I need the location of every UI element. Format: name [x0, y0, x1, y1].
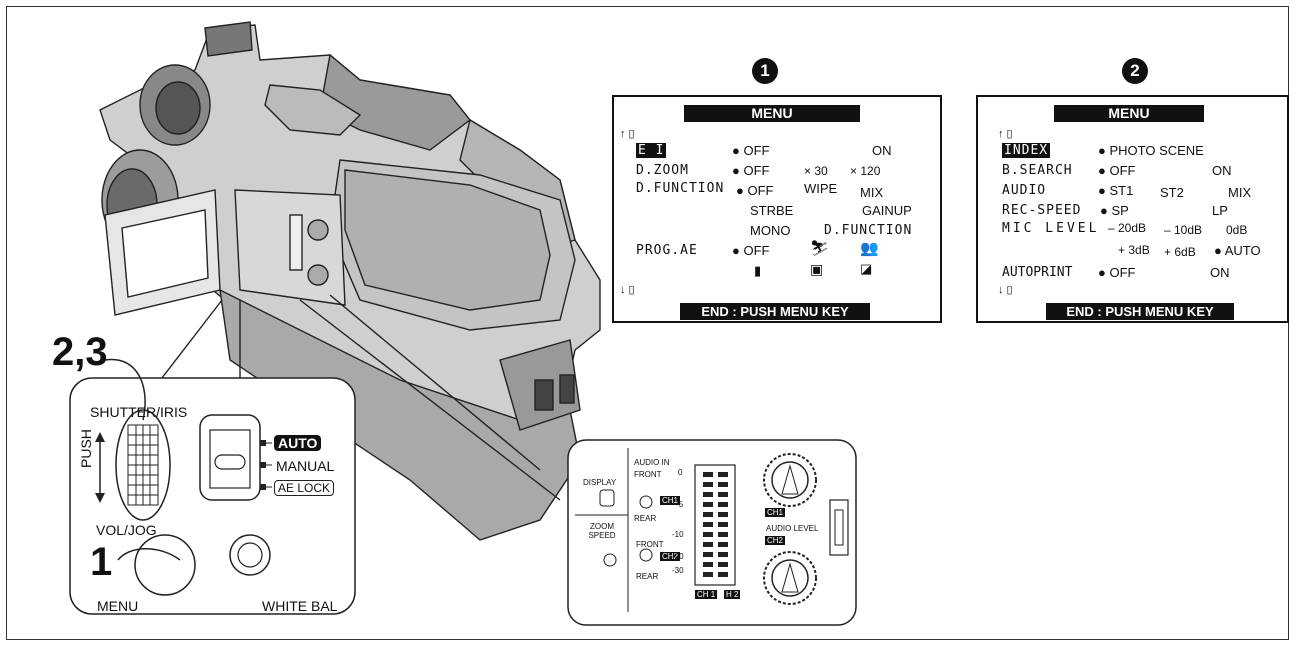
- screen-2-row-autoprint-label: AUTOPRINT: [1002, 265, 1073, 280]
- screen-2-row-recspeed-v1: LP: [1212, 203, 1228, 218]
- menu-button-label: MENU: [97, 598, 139, 614]
- display-button-label: DISPLAY: [583, 478, 617, 487]
- screen-1-scroll-down: ↓ ▯: [620, 284, 635, 296]
- audio-in-rear-label: REAR: [634, 514, 657, 523]
- screen-2-number: 2: [1122, 58, 1148, 84]
- audio-in-front-label: FRONT: [634, 470, 662, 479]
- screen-1-row-dfunction-label: D.FUNCTION: [636, 181, 725, 196]
- screen-2-row-autoprint-v1: ON: [1210, 265, 1230, 280]
- zoom-speed-label: ZOOM SPEED: [588, 522, 616, 540]
- screen-1-row-progae-label: PROG.AE: [636, 243, 698, 258]
- screen-2-row-autoprint-v0: ● OFF: [1098, 265, 1136, 280]
- screen-2-footer: END : PUSH MENU KEY: [1046, 303, 1234, 320]
- sports-icon: ⛷: [810, 240, 830, 257]
- audio-level-label: AUDIO LEVEL: [766, 524, 819, 533]
- screen-2-row-miclevel-v0: – 20dB: [1108, 221, 1147, 235]
- screen-1-footer: END : PUSH MENU KEY: [680, 303, 870, 320]
- screen-2-scroll-down: ↓ ▯: [998, 284, 1013, 296]
- screen-1-row-strbe: STRBE: [750, 203, 794, 218]
- screen-2-row-audio-v1: ST2: [1160, 185, 1184, 200]
- screen-2-row-recspeed-v0: ● SP: [1100, 203, 1129, 218]
- screen-1-row-mono: MONO: [750, 223, 791, 238]
- screen-1-row-dzoom-v2: × 120: [850, 164, 881, 178]
- screen-1-number: 1: [752, 58, 778, 84]
- audio-in-ch1-label: CH1: [660, 496, 681, 505]
- portrait-icon: 👥: [860, 240, 879, 257]
- menu-screen-2: MENU ↑ ▯ INDEX ● PHOTO SCENE B.SEARCH ● …: [976, 95, 1289, 323]
- screen-1-row-dzoom-v0: ● OFF: [732, 163, 770, 178]
- screen-1-row-dfunction-v1: WIPE: [804, 181, 838, 196]
- meter-ch1-label: CH 1: [695, 590, 718, 599]
- meter-scale-30: -30: [672, 566, 684, 575]
- screen-2-scroll-up: ↑ ▯: [998, 128, 1013, 140]
- audio-in-rear-2-label: REAR: [636, 572, 659, 581]
- screen-2-row-bsearch-label: B.SEARCH: [1002, 163, 1073, 178]
- figure-frame: [6, 6, 1289, 640]
- screen-2-row-bsearch-v1: ON: [1212, 163, 1232, 178]
- knob-ch1-label: CH1: [765, 508, 786, 517]
- meter-scale-0: 0: [678, 468, 683, 477]
- screen-1-row-ei-v1: ON: [872, 143, 892, 158]
- audio-in-front-2-label: FRONT: [636, 540, 664, 549]
- screen-2-row-audio-v0: ● ST1: [1098, 183, 1134, 198]
- menu-screen-1: MENU ↑ ▯ E I ● OFF ON D.ZOOM ● OFF × 30 …: [612, 95, 942, 323]
- screen-2-row-recspeed-label: REC-SPEED: [1002, 203, 1082, 218]
- meter-scale-10: -10: [672, 530, 684, 539]
- screen-1-scroll-up: ↑ ▯: [620, 128, 635, 140]
- screen-2-row-miclevel-label: MIC LEVEL: [1002, 221, 1100, 236]
- screen-1-row-progae-v0: ● OFF: [732, 243, 770, 258]
- screen-1-row-dzoom-v1: × 30: [804, 164, 828, 178]
- screen-2-row-index-label: INDEX: [1002, 143, 1051, 158]
- screen-1-title: MENU: [684, 105, 860, 122]
- shutter-iris-label: SHUTTER/IRIS: [90, 404, 188, 420]
- screen-2-row-bsearch-v0: ● OFF: [1098, 163, 1136, 178]
- screen-2-row-plus6: + 6dB: [1164, 245, 1196, 259]
- audio-in-ch2-label: CH2: [660, 552, 681, 561]
- screen-2-row-index-v0: ● PHOTO SCENE: [1098, 143, 1204, 158]
- screen-1-row-ei-v0: ● OFF: [732, 143, 770, 158]
- screen-1-row-dfunction-v0: ● OFF: [736, 183, 774, 198]
- screen-2-row-plus3: + 3dB: [1118, 243, 1150, 257]
- surf-snow-icon: ◪: [860, 261, 873, 276]
- screen-2-row-audio-label: AUDIO: [1002, 183, 1047, 198]
- callout-step-1: 1: [90, 540, 113, 584]
- callout-step-2-3: 2,3: [52, 330, 108, 374]
- screen-2-row-miclevel-v1: – 10dB: [1164, 223, 1203, 237]
- screen-2-row-miclevel-v2: 0dB: [1226, 223, 1248, 237]
- spotlight-icon: ▣: [810, 261, 824, 277]
- meter-scale-5: -5: [676, 500, 684, 509]
- screen-1-row-gainup: GAINUP: [862, 203, 912, 218]
- low-light-icon: ▮: [754, 263, 762, 278]
- knob-ch2-label: CH2: [765, 536, 786, 545]
- screen-1-row-dfunction-2: D.FUNCTION: [824, 223, 913, 238]
- screen-1-row-dzoom-label: D.ZOOM: [636, 163, 689, 178]
- meter-scale-20: -20: [672, 552, 684, 561]
- push-label: PUSH: [78, 429, 94, 468]
- screen-2-row-auto: ● AUTO: [1214, 243, 1261, 258]
- vol-jog-label: VOL/JOG: [96, 522, 157, 538]
- audio-in-label: AUDIO IN: [634, 458, 670, 467]
- white-bal-button-label: WHITE BAL: [262, 598, 338, 614]
- meter-ch2-label: H 2: [724, 590, 741, 599]
- mode-manual-label: MANUAL: [276, 458, 335, 474]
- screen-1-row-ei-label: E I: [636, 143, 667, 158]
- mode-ae-lock-label: AE LOCK: [274, 480, 335, 496]
- screen-1-row-dfunction-v2: MIX: [860, 185, 884, 200]
- screen-2-title: MENU: [1054, 105, 1204, 122]
- mode-auto-label: AUTO: [274, 435, 322, 451]
- screen-2-row-audio-v2: MIX: [1228, 185, 1252, 200]
